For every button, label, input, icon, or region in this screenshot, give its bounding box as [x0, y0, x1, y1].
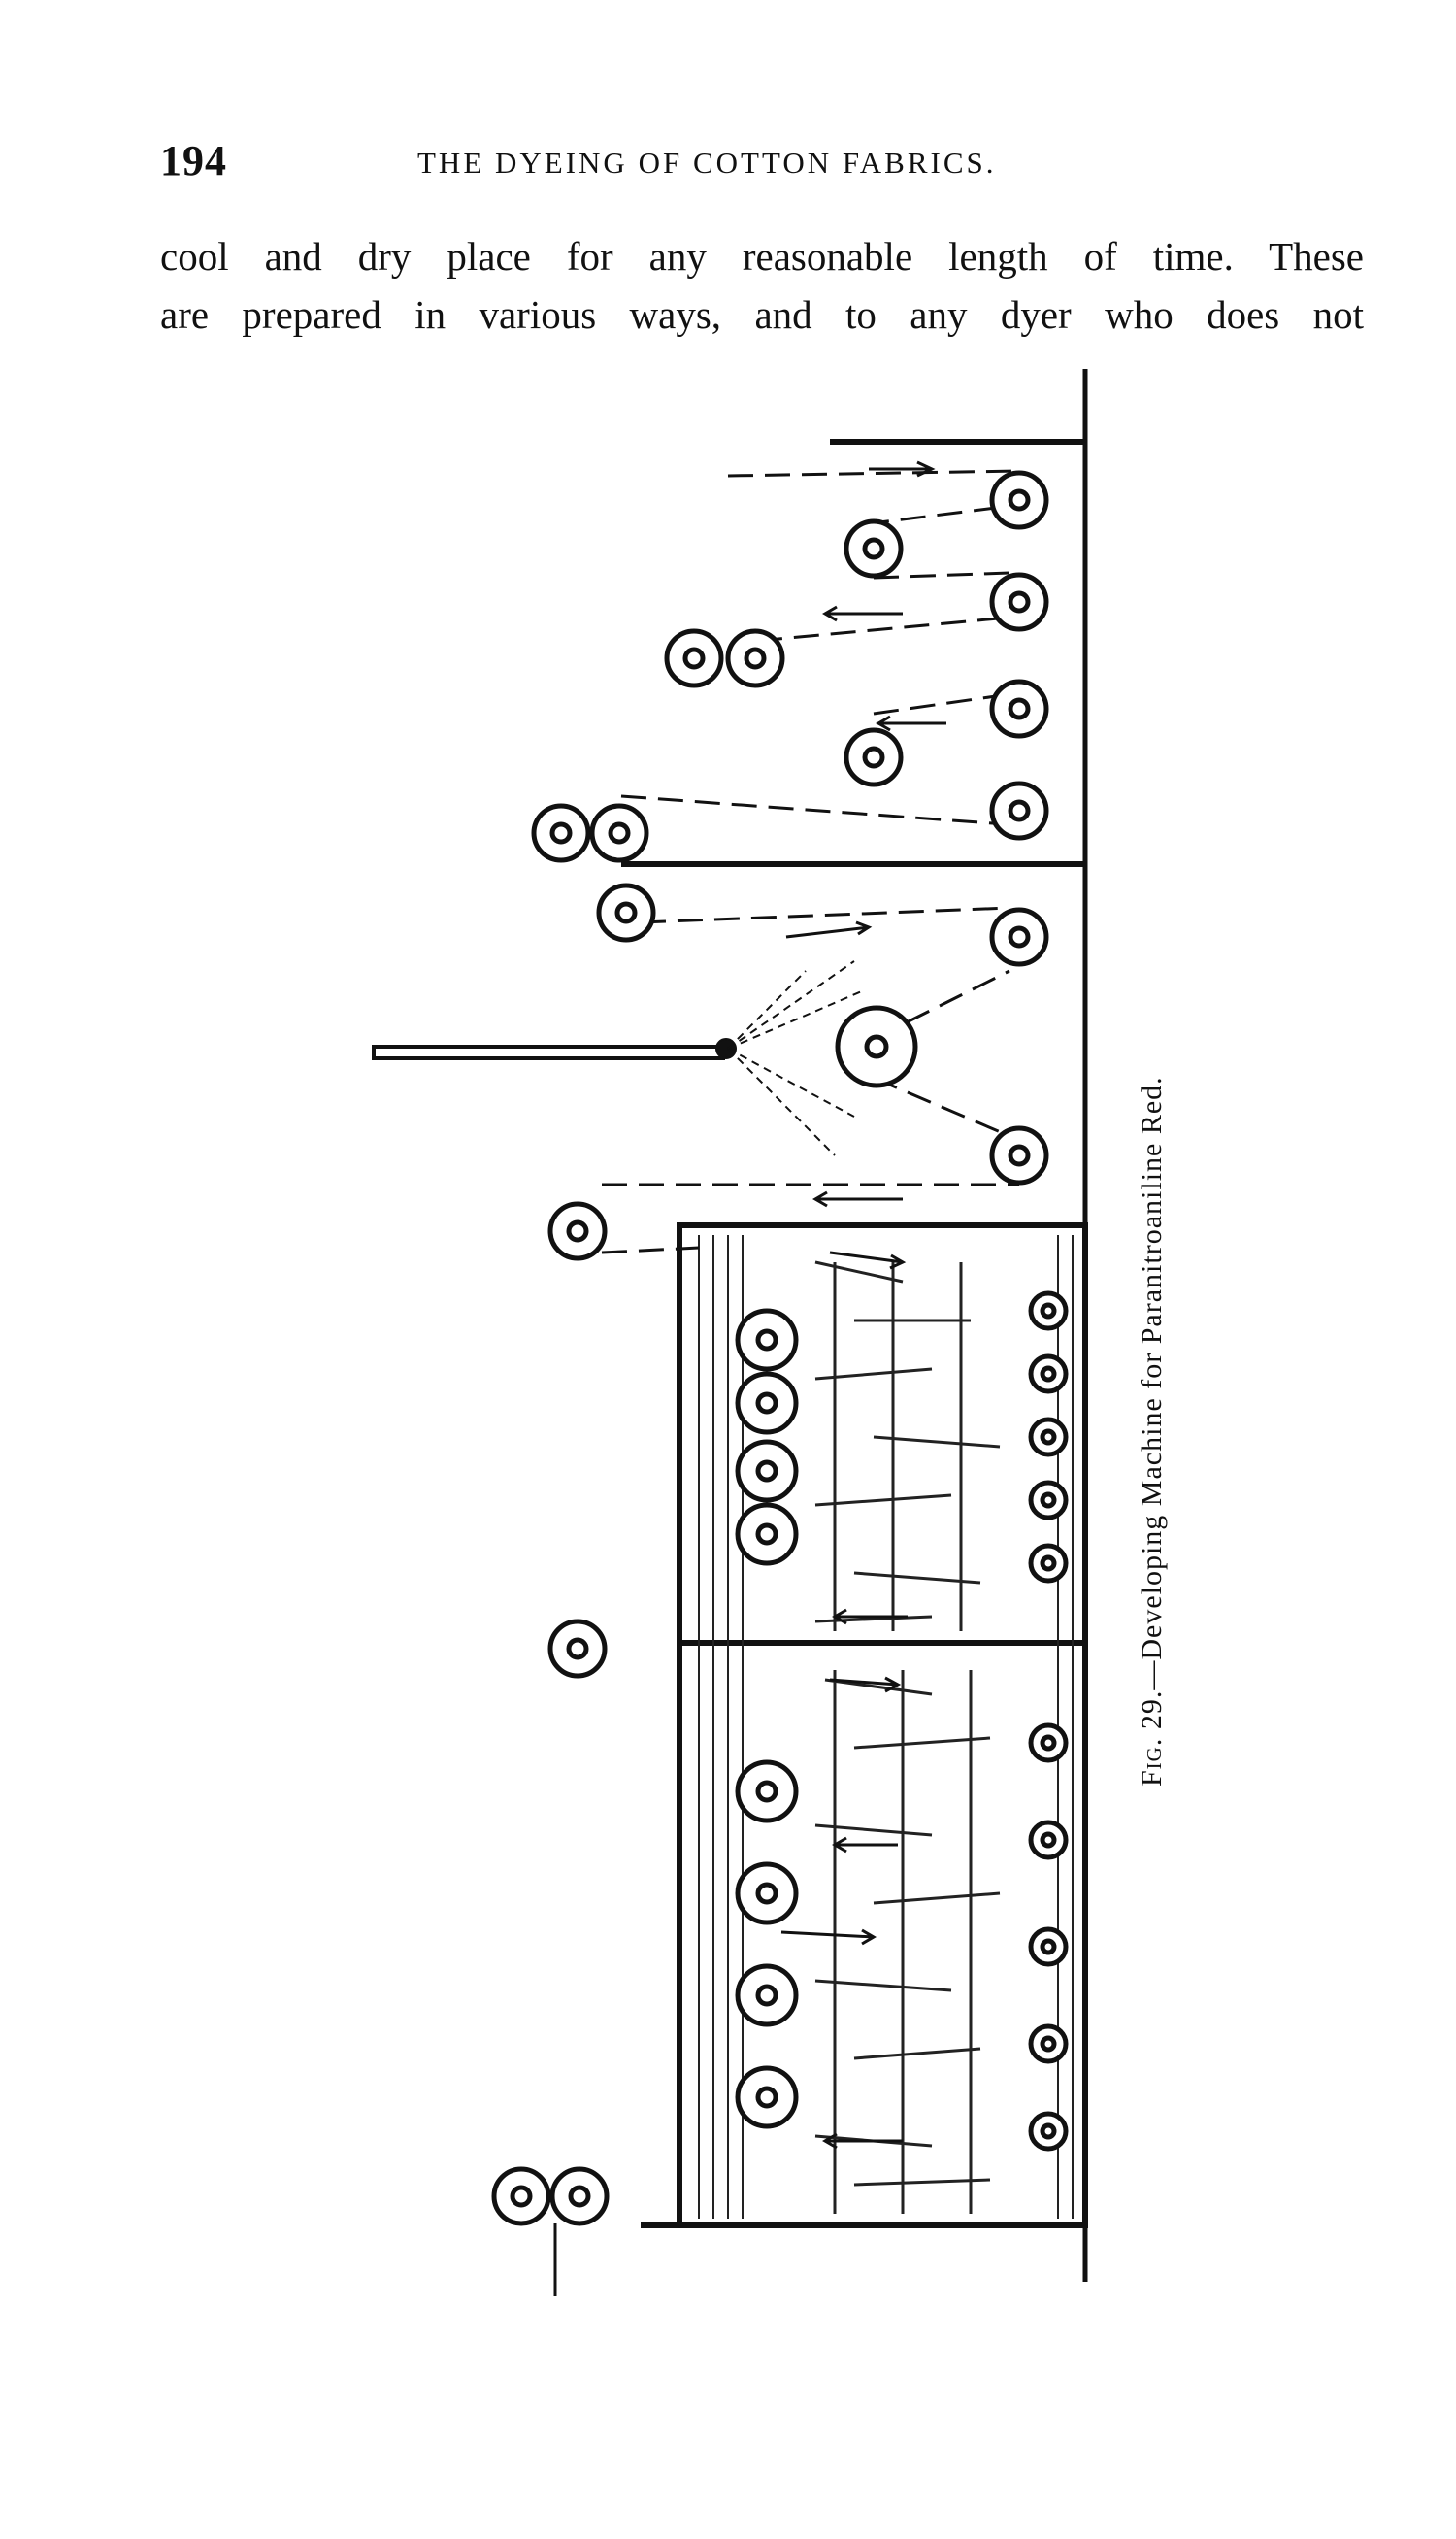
- body-text-line-2: are prepared in various ways, and to any…: [160, 292, 1364, 337]
- running-title: THE DYEING OF COTTON FABRICS.: [417, 146, 997, 180]
- body-text-line-1: cool and dry place for any reasonable le…: [160, 234, 1364, 279]
- figure-caption: Fig. 29.—Developing Machine for Paranitr…: [1136, 1076, 1169, 1787]
- figure-caption-label: Fig. 29.: [1136, 1689, 1168, 1787]
- figure-caption-text: —Developing Machine for Paranitroaniline…: [1136, 1076, 1168, 1690]
- page-number: 194: [160, 137, 227, 184]
